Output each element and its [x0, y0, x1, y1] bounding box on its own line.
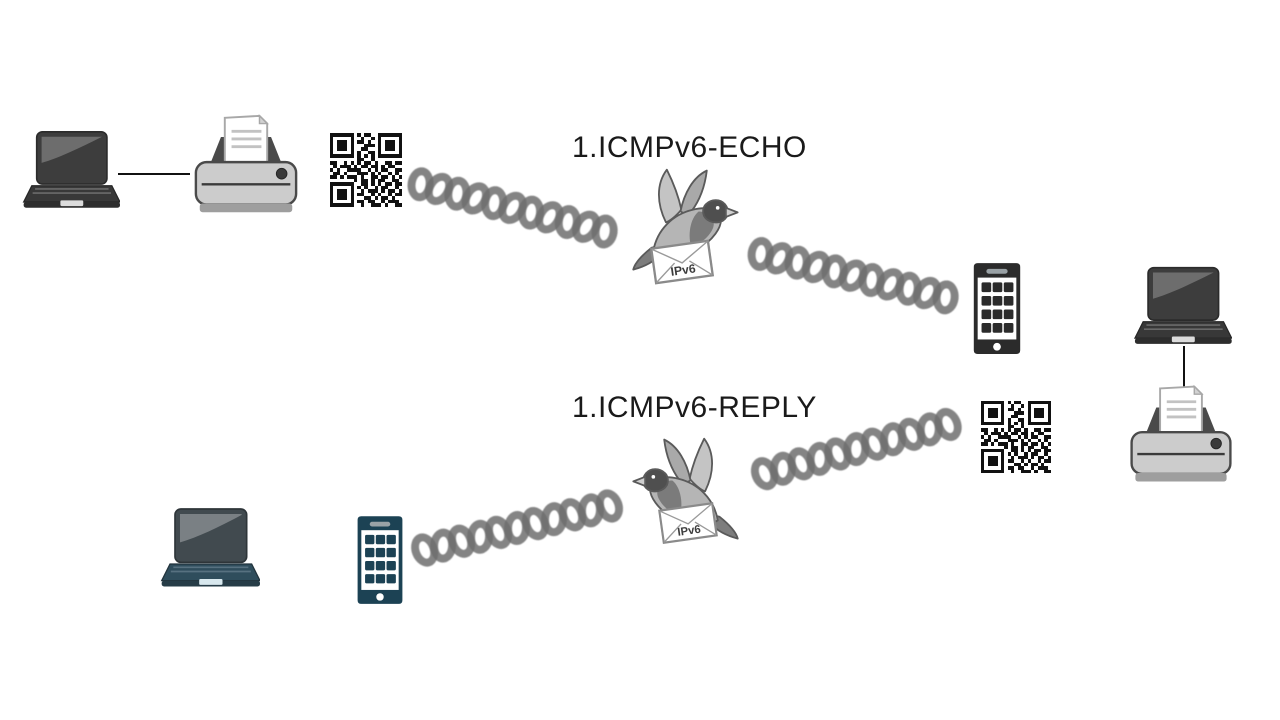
echo-title: 1.ICMPv6-ECHO — [572, 131, 807, 164]
envelope-icon: IPv6 — [658, 502, 718, 544]
envelope-label: IPv6 — [670, 261, 697, 278]
envelope-label: IPv6 — [677, 524, 702, 539]
chain-link-icon — [404, 165, 626, 253]
reply-title: 1.ICMPv6-REPLY — [572, 391, 817, 424]
chain-link-icon — [744, 234, 961, 316]
laptop-icon — [1133, 266, 1233, 348]
envelope-icon: IPv6 — [649, 239, 715, 285]
pigeon-icon — [626, 164, 744, 278]
printer-icon — [1124, 382, 1238, 488]
laptop-printer-cable — [1183, 346, 1185, 388]
smartphone-icon — [968, 262, 1026, 357]
laptop-printer-cable — [118, 173, 190, 175]
chain-link-icon — [406, 485, 628, 571]
laptop-icon — [22, 130, 121, 212]
laptop-icon — [160, 507, 262, 591]
smartphone-icon — [352, 513, 408, 609]
qr-code-icon — [981, 401, 1051, 473]
printer-icon — [188, 112, 304, 218]
qr-code-icon — [330, 133, 402, 207]
